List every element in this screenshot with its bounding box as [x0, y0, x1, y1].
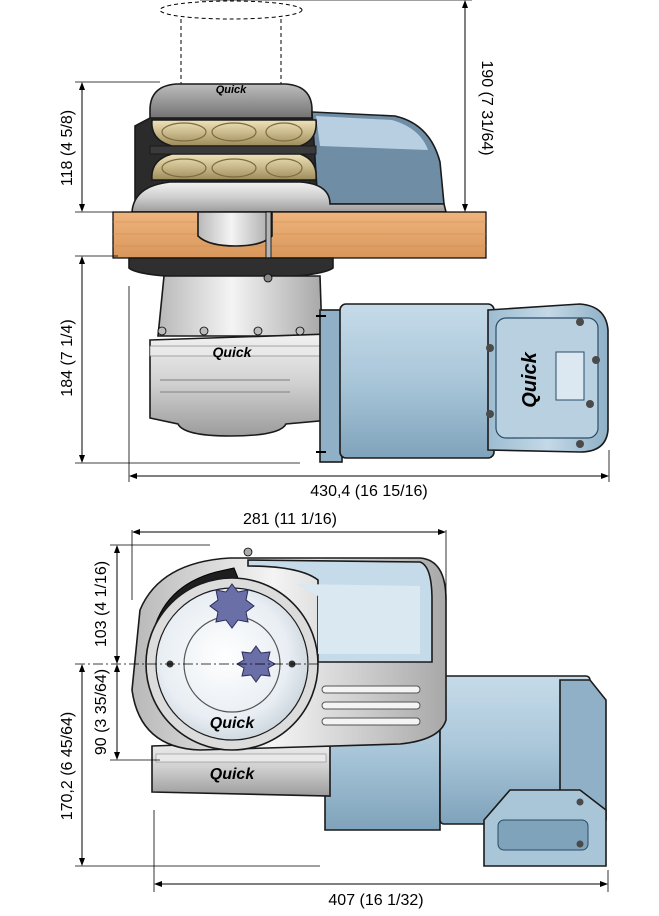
side-view: Quick — [59, 0, 610, 500]
gearbox: Quick — [149, 326, 331, 437]
dim-label-lower-height: 184 (7 1/4) — [59, 319, 76, 396]
capstan-cap: Quick — [149, 83, 313, 121]
gearbox-top-logo: Quick — [210, 766, 256, 783]
dim-label-width: 281 (11 1/16) — [243, 511, 337, 528]
deck-base — [131, 181, 448, 213]
cap-logo: Quick — [216, 84, 247, 96]
gearbox-logo: Quick — [213, 344, 253, 360]
dim-label-total-height: 190 (7 31/64) — [478, 60, 495, 155]
shaft-through-deck — [197, 211, 273, 247]
gypsy-wheel — [149, 119, 317, 181]
drum-logo: Quick — [210, 715, 256, 732]
motor-logo: Quick — [519, 351, 541, 407]
dim-label-upper-height: 118 (4 5/8) — [59, 110, 76, 186]
stud — [265, 211, 272, 259]
dim-label-front-offset: 103 (4 1/16) — [93, 561, 110, 647]
deck-plank — [112, 211, 487, 259]
underdeck-plate — [128, 257, 334, 279]
dim-label-overall-length-side: 430,4 (16 15/16) — [310, 483, 427, 500]
vent-slots — [321, 685, 421, 726]
bolt — [243, 547, 253, 557]
dim-label-overall-length-top: 407 (16 1/32) — [328, 892, 423, 909]
star-nut — [209, 583, 255, 629]
cover-highlight — [316, 116, 428, 150]
top-view: Quick Quick — [59, 511, 609, 909]
gearbox-top: Quick — [151, 739, 331, 797]
electric-motor: Quick — [316, 303, 609, 463]
capstan-ghost-outline — [159, 0, 303, 84]
dim-label-depth: 170,2 (6 45/64) — [59, 712, 76, 821]
dim-label-rear-offset: 90 (3 35/64) — [93, 669, 110, 755]
gearbox-column — [157, 275, 323, 337]
bolt — [263, 273, 273, 283]
cover-top-highlight — [296, 584, 420, 654]
